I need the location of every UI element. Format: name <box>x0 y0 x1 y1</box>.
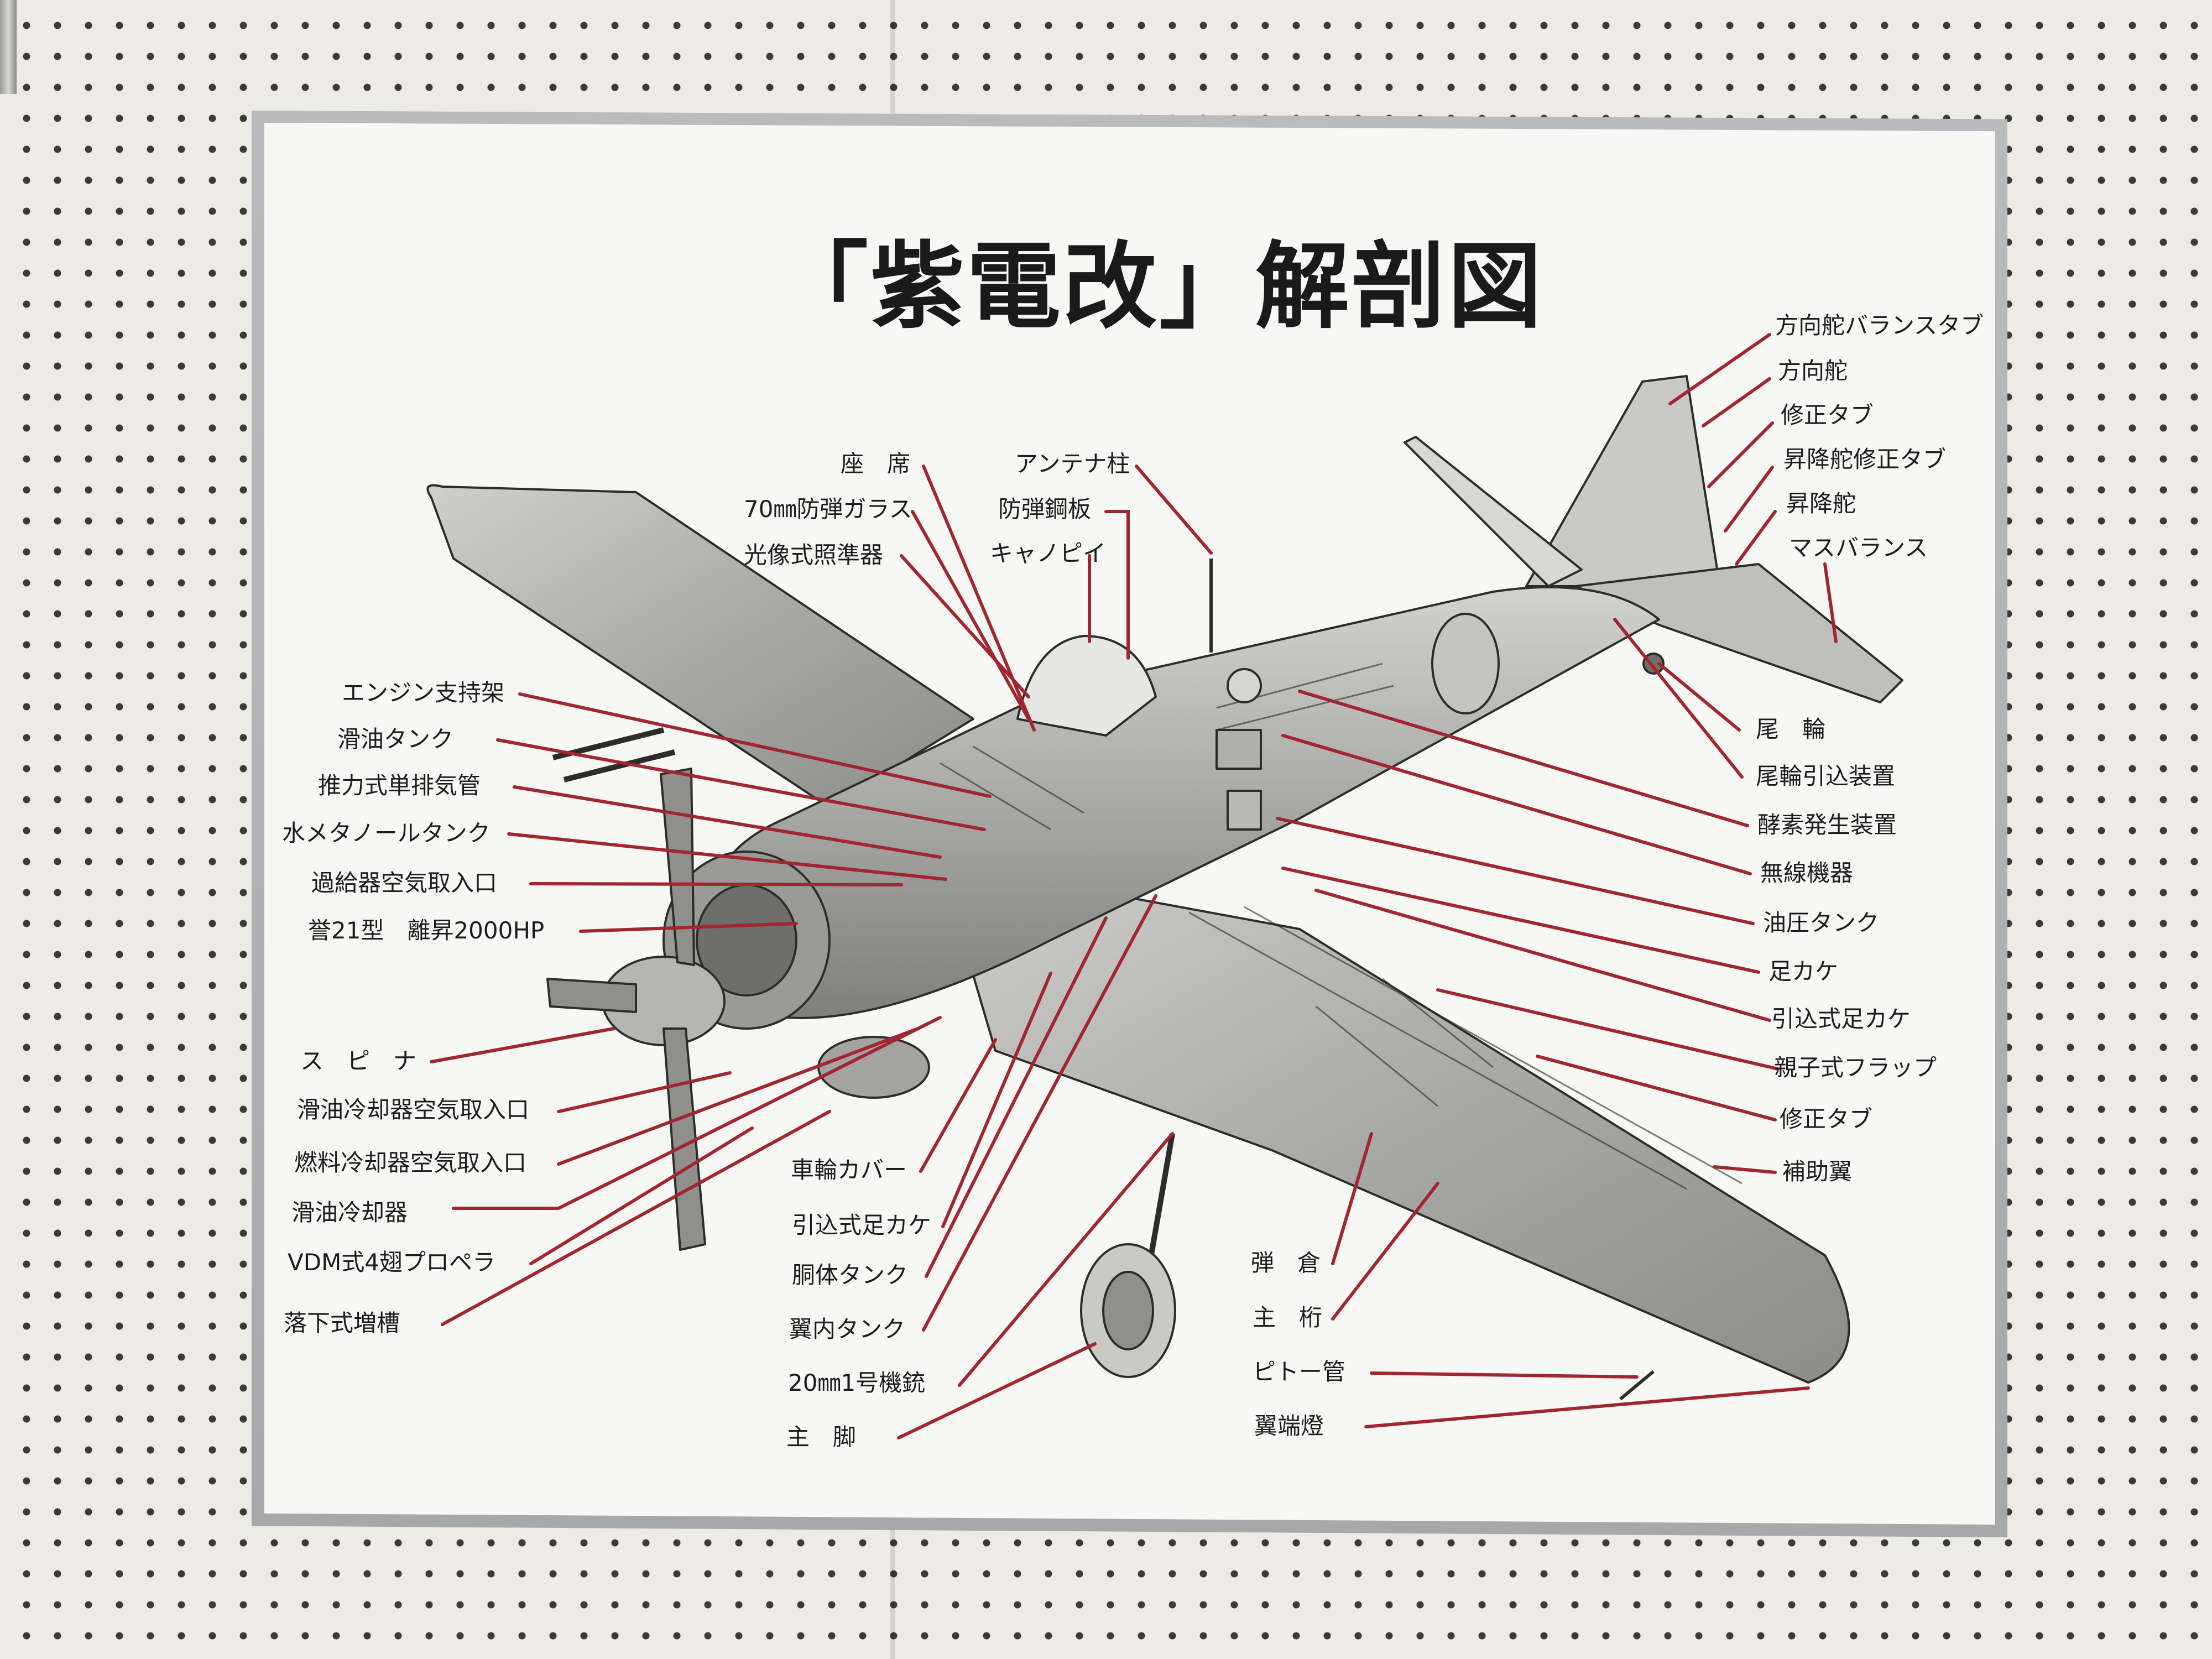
label-main-spar: 主 桁 <box>1253 1304 1323 1331</box>
label-armor-plate: 防弾鋼板 <box>998 495 1092 523</box>
label-oil-cooler-intake: 滑油冷却器空気取入口 <box>297 1096 530 1123</box>
poster-title: 「紫電改」解剖図 <box>774 232 1545 342</box>
label-trim-tab-tail: 修正タブ <box>1781 401 1874 429</box>
label-canopy: キャノピイ <box>990 540 1107 567</box>
label-fuselage-tank: 胴体タンク <box>792 1261 909 1288</box>
label-tail-wheel: 尾 輪 <box>1756 716 1826 743</box>
label-aileron: 補助翼 <box>1782 1158 1853 1185</box>
wall-pipe <box>0 0 17 94</box>
label-pitot: ピトー管 <box>1253 1358 1346 1385</box>
label-water-methanol-tank: 水メタノールタンク <box>282 820 491 847</box>
label-retractable-step-low: 引込式足カケ <box>792 1212 932 1239</box>
label-bulletproof-glass: 70㎜防弾ガラス <box>744 495 912 523</box>
label-exhaust: 推力式単排気管 <box>318 772 481 799</box>
label-trim-tab-wing: 修正タブ <box>1780 1105 1873 1133</box>
label-elevator: 昇降舵 <box>1786 490 1856 517</box>
label-fuel-cooler-intake: 燃料冷却器空気取入口 <box>294 1149 527 1176</box>
label-step: 足カケ <box>1768 958 1839 985</box>
label-rudder: 方向舵 <box>1778 357 1848 384</box>
label-oil-tank: 滑油タンク <box>337 726 454 753</box>
label-radio: 無線機器 <box>1760 859 1854 886</box>
label-gun-sight: 光像式照準器 <box>744 541 884 568</box>
label-engine: 誉21型 離昇2000HP <box>308 917 545 944</box>
label-flap: 親子式フラップ <box>1774 1054 1937 1081</box>
label-mass-balance: マスバランス <box>1789 534 1928 561</box>
label-oil-cooler: 滑油冷却器 <box>291 1199 408 1226</box>
label-cannon: 20㎜1号機銃 <box>788 1369 926 1396</box>
airframe <box>426 375 1903 1401</box>
label-wheel-cover: 車輪カバー <box>791 1156 907 1183</box>
label-drop-tank: 落下式増槽 <box>284 1310 400 1337</box>
label-ammo-bay: 弾 倉 <box>1251 1249 1321 1276</box>
label-main-gear: 主 脚 <box>786 1423 857 1451</box>
label-elevator-trim-tab: 昇降舵修正タブ <box>1783 446 1947 473</box>
label-spinner: ス ピ ナ <box>300 1047 417 1074</box>
label-engine-mount: エンジン支持架 <box>342 679 505 706</box>
label-oxygen-generator: 酵素発生装置 <box>1757 811 1897 838</box>
label-rudder-balance-tab: 方向舵バランスタブ <box>1775 312 1984 339</box>
label-antenna-mast: アンテナ柱 <box>1015 450 1130 477</box>
label-hydraulic-tank: 油圧タンク <box>1763 909 1880 936</box>
label-propeller: VDM式4翅プロペラ <box>288 1249 496 1276</box>
label-retractable-step: 引込式足カケ <box>1771 1005 1911 1032</box>
label-seat: 座 席 <box>841 450 911 477</box>
label-supercharger-intake: 過給器空気取入口 <box>311 869 498 896</box>
label-tail-wheel-retract: 尾輪引込装置 <box>1756 763 1896 790</box>
label-wingtip-light: 翼端燈 <box>1254 1412 1324 1439</box>
label-wing-tank: 翼内タンク <box>789 1316 906 1343</box>
leader-lines <box>430 333 1838 1439</box>
